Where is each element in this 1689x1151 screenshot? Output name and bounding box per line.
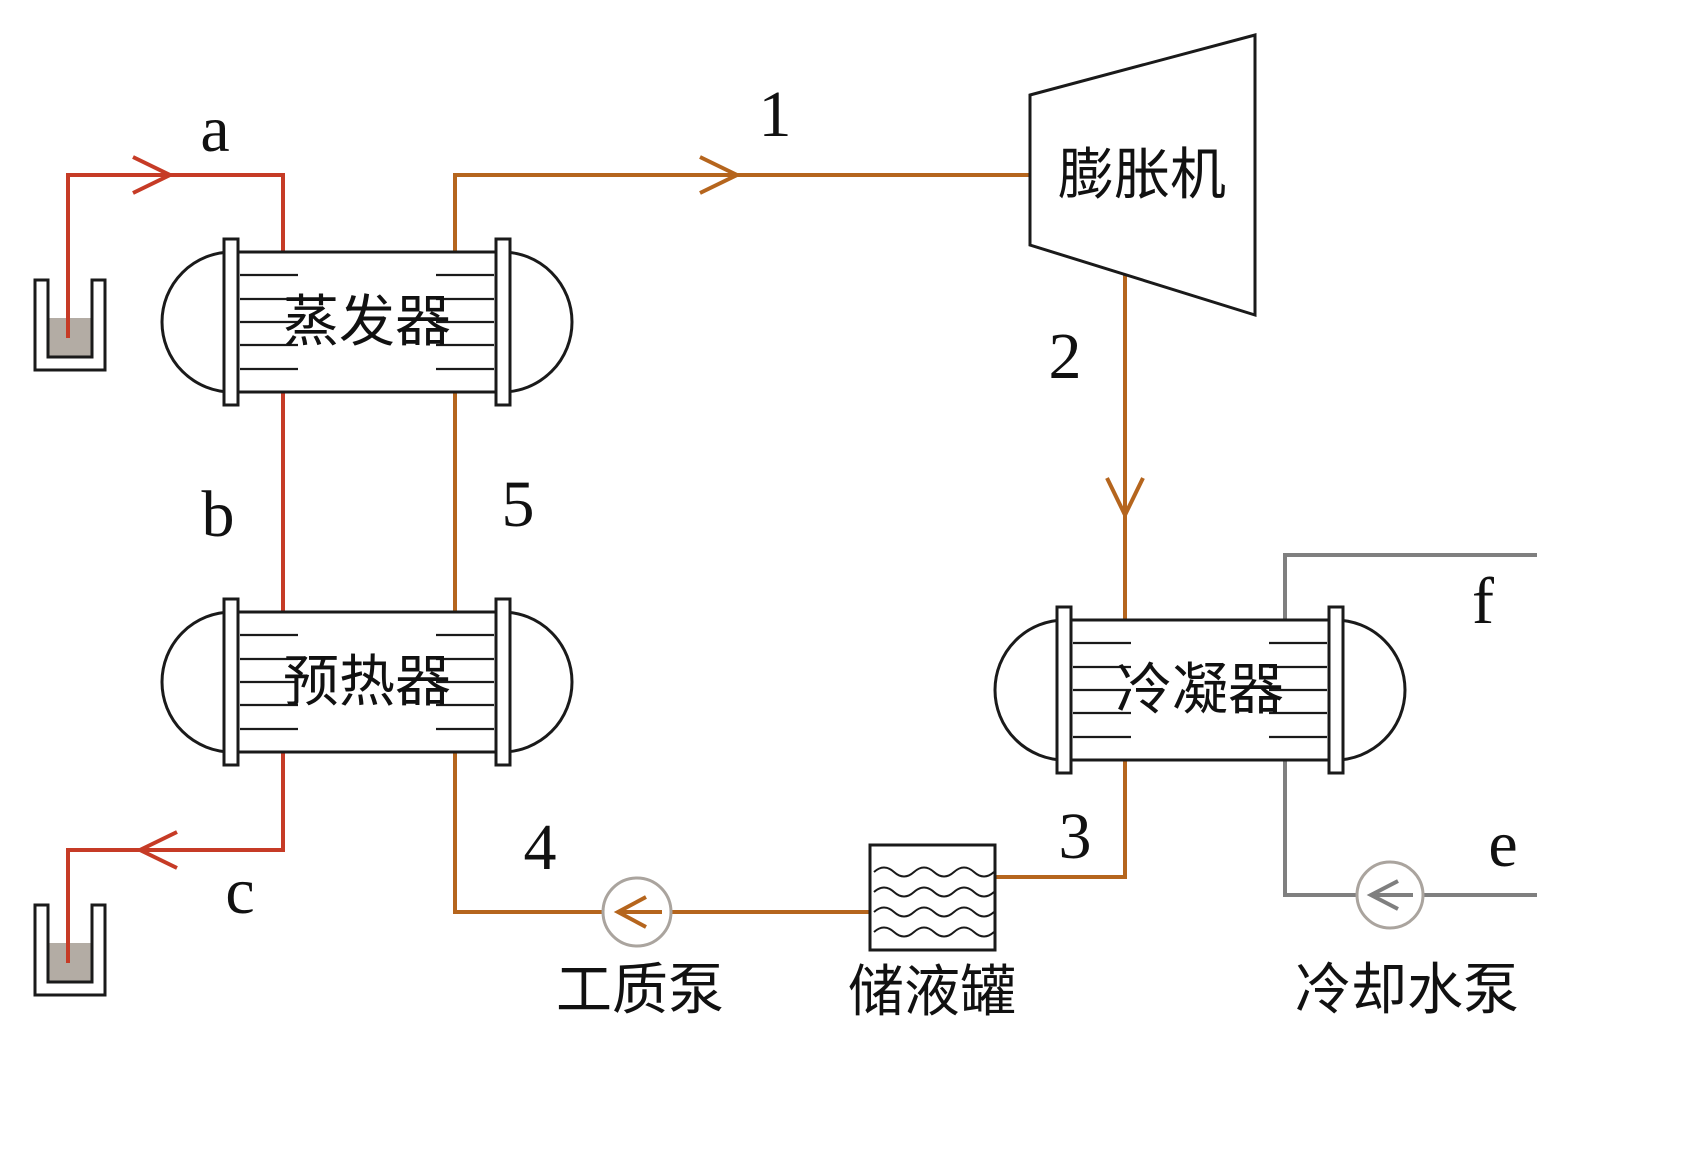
expander [1028, 33, 1257, 318]
cooling-water-pump-label: 冷却水泵 [1295, 960, 1519, 1022]
pipe-working-fluid-4 [453, 752, 870, 914]
stream-label-a: a [200, 93, 229, 166]
pipe-working-fluid-1 [453, 173, 1030, 252]
stream-label-f: f [1472, 565, 1494, 638]
stream-label-e: e [1488, 808, 1517, 881]
evaporator-label: 蒸发器 [283, 292, 451, 354]
flow-arrow-2-icon [1105, 477, 1145, 520]
stream-label-2: 2 [1049, 320, 1082, 393]
pipe-cooling-water-f [1283, 553, 1537, 620]
stream-label-c: c [225, 855, 254, 928]
storage-tank-label: 储液罐 [848, 962, 1016, 1024]
expander-label: 膨胀机 [1058, 145, 1226, 207]
preheater-label: 预热器 [283, 652, 451, 714]
stream-label-4: 4 [524, 811, 557, 884]
well-outline [33, 278, 107, 372]
pump-flow-arrow-icon [1366, 879, 1399, 911]
stream-label-1: 1 [759, 78, 792, 151]
stream-label-5: 5 [502, 468, 535, 541]
well-outline [33, 903, 107, 997]
working-fluid-pump-label: 工质泵 [556, 960, 724, 1022]
pipe-working-fluid-3 [995, 760, 1127, 879]
working-fluid-pump [601, 876, 673, 948]
pipe-cooling-water-e [1283, 760, 1537, 897]
cooling-water-pump [1355, 860, 1425, 930]
stream-label-b: b [202, 478, 235, 551]
pipe-heat-source-in-a [66, 173, 285, 338]
pipe-heat-source-out-c [66, 752, 285, 963]
flow-arrow-a-icon [132, 155, 175, 195]
storage-tank [868, 843, 997, 952]
flow-arrow-1-icon [699, 155, 742, 195]
condenser-label: 冷凝器 [1116, 660, 1284, 722]
pump-flow-arrow-icon [613, 895, 647, 929]
flow-arrow-c-icon [135, 830, 178, 870]
stream-label-3: 3 [1059, 800, 1092, 873]
